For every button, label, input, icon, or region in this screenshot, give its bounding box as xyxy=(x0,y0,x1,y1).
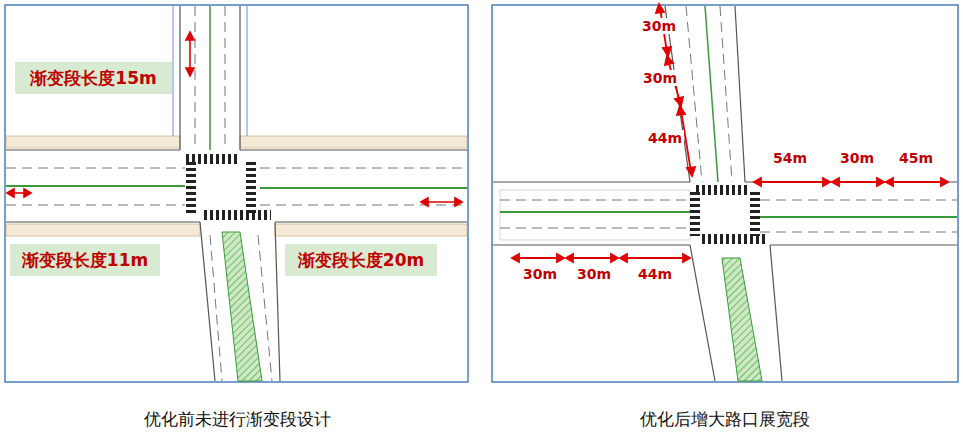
curb xyxy=(493,244,690,245)
curb xyxy=(275,222,280,381)
curb xyxy=(200,222,215,381)
label-box: 渐变段长度15m xyxy=(15,62,172,94)
median-line xyxy=(760,216,957,218)
lane-line xyxy=(6,205,185,206)
curb xyxy=(493,181,690,182)
median-line xyxy=(500,211,690,213)
lane-line xyxy=(720,6,732,182)
curb xyxy=(770,244,957,245)
dimension-label: 44m xyxy=(636,266,674,282)
box-text: 渐变段长度11m xyxy=(22,249,148,272)
box-text: 渐变段长度20m xyxy=(298,249,424,272)
crosswalk xyxy=(186,160,196,215)
sidewalk xyxy=(6,224,200,236)
green-median xyxy=(722,258,762,381)
dimension-label: 54m xyxy=(771,150,809,166)
crosswalk xyxy=(695,185,747,195)
sidewalk xyxy=(240,136,467,148)
lane-line xyxy=(258,235,272,381)
curb xyxy=(6,149,180,150)
lane-line xyxy=(500,228,690,229)
curb xyxy=(179,6,180,150)
dimension-label: 30m xyxy=(521,266,559,282)
label-box: 渐变段长度20m xyxy=(285,244,437,276)
dimension-label: 30m xyxy=(838,150,876,166)
curb xyxy=(745,181,957,182)
sidewalk-edge xyxy=(173,6,174,136)
median-line xyxy=(209,6,211,150)
lane-line xyxy=(760,232,957,233)
dimension-label: 45m xyxy=(897,150,935,166)
curb xyxy=(275,221,467,222)
curb xyxy=(735,6,745,182)
sidewalk xyxy=(275,224,467,236)
lane-line xyxy=(6,168,185,169)
curb xyxy=(240,149,467,150)
sidewalk-edge xyxy=(247,6,248,136)
green-median xyxy=(222,232,262,381)
panel-frame xyxy=(5,5,468,382)
dimension-label: 30m xyxy=(640,18,678,34)
lane-line xyxy=(760,200,957,201)
median-line xyxy=(260,187,467,189)
left-panel xyxy=(5,5,468,382)
curb xyxy=(690,245,715,381)
box-text: 渐变段长度15m xyxy=(30,67,156,90)
median-line xyxy=(705,6,718,182)
crosswalk xyxy=(690,192,700,236)
lane-line xyxy=(225,6,226,150)
lane-line xyxy=(260,205,467,206)
crosswalk xyxy=(203,210,271,220)
dimension-label: 30m xyxy=(575,266,613,282)
dimension-label: 30m xyxy=(641,70,679,86)
road-edge xyxy=(500,190,690,240)
lane-line xyxy=(210,235,222,381)
road xyxy=(6,150,467,222)
dimension-label: 44m xyxy=(646,130,684,146)
median-line xyxy=(6,185,185,187)
lane-line xyxy=(260,168,467,169)
curb xyxy=(239,6,240,150)
right-panel xyxy=(492,4,958,382)
lane-line xyxy=(500,200,690,201)
curb xyxy=(6,221,200,222)
length-arrows xyxy=(512,4,948,262)
lane-line xyxy=(195,6,196,150)
sidewalk xyxy=(6,136,180,148)
crosswalk xyxy=(246,160,256,215)
length-arrows xyxy=(7,32,462,206)
panel-caption: 优化前未进行渐变段设计 xyxy=(144,408,331,431)
panel-caption: 优化后增大路口展宽段 xyxy=(640,408,810,431)
panel-frame xyxy=(492,5,958,382)
curb xyxy=(770,245,782,381)
label-box: 渐变段长度11m xyxy=(10,244,160,276)
crosswalk xyxy=(750,192,760,236)
